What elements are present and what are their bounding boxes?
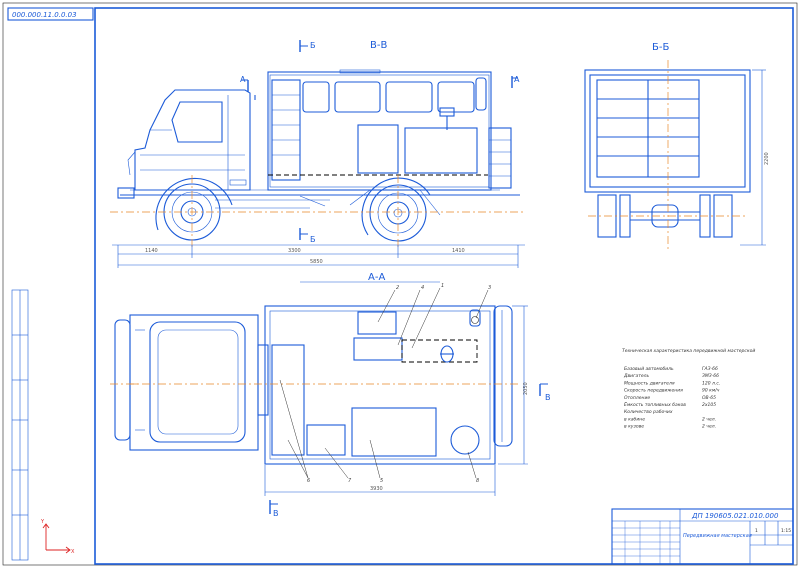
- spec-label: Мощность двигателя: [624, 380, 675, 386]
- xy-axis-icon: X Y: [40, 519, 75, 555]
- spec-value: 2 чел.: [702, 424, 716, 430]
- spec-label: Базовый автомобиль: [624, 366, 674, 372]
- spec-label: Количество рабочих: [624, 409, 673, 415]
- spec-value: 120 л.с.: [702, 380, 720, 386]
- section-v-right: В: [545, 393, 551, 402]
- dim-body-width: 2050: [523, 382, 529, 395]
- dim-rear-overhang: 1410: [452, 248, 465, 254]
- spec-label: Ёмкость топливных баков: [624, 401, 686, 408]
- specifications: Техническая характеристика передвижной м…: [622, 348, 755, 430]
- section-b-top: Б: [310, 41, 316, 50]
- svg-text:Y: Y: [40, 519, 45, 525]
- section-b-bottom: Б: [310, 235, 316, 244]
- dim-front-overhang: 1140: [145, 248, 158, 254]
- section-a-right: А: [514, 75, 520, 84]
- svg-text:X: X: [71, 549, 75, 555]
- spec-value: ГАЗ-66: [702, 366, 718, 372]
- callout-4: 4: [421, 285, 424, 291]
- dim-wheelbase: 3300: [288, 248, 301, 254]
- spec-value: 90 км/ч: [702, 388, 720, 394]
- spec-label: Двигатель: [623, 373, 649, 379]
- view-title-plan: А-А: [368, 272, 385, 283]
- stamp-box: [7, 7, 94, 21]
- dim-body-height: 2200: [764, 152, 770, 165]
- callout-5: 5: [380, 478, 383, 484]
- drawing-sheet-number: 1: [755, 528, 758, 534]
- view-title-side: В-В: [370, 40, 387, 51]
- spec-value: ЗМЗ-66: [702, 373, 719, 379]
- drawing-scale: 1:15: [781, 528, 791, 534]
- section-v-bottom: В: [273, 509, 279, 518]
- spec-label: Отопление: [624, 395, 650, 401]
- callout-7: 7: [348, 478, 352, 484]
- spec-label: Скорость передвижения: [624, 388, 683, 394]
- spec-value: ОВ-65: [702, 395, 716, 401]
- title-block: ДП 190605.021.010.000 Передвижная мастер…: [611, 508, 794, 565]
- side-view: 1140 3300 1410 5850 Б Б А А В-В: [110, 40, 525, 268]
- view-title-end: Б-Б: [652, 42, 669, 53]
- doc-code: ДП 190605.021.010.000: [691, 512, 779, 520]
- callout-6: 6: [307, 478, 310, 484]
- left-revision-strip: [11, 289, 29, 561]
- callout-3: 3: [488, 285, 491, 291]
- spec-value: 2 чел.: [702, 416, 716, 422]
- callout-2: 2: [396, 285, 399, 291]
- dim-overall-length: 5850: [310, 259, 323, 265]
- plan-view: А-А: [110, 272, 551, 518]
- callout-8: 8: [476, 478, 479, 484]
- spec-label: в кузове: [624, 425, 644, 430]
- spec-value: 2х105: [702, 402, 716, 408]
- section-a-left: А: [240, 75, 246, 84]
- dim-body-length: 3930: [370, 486, 383, 492]
- inner-frame: [94, 7, 794, 565]
- spec-title: Техническая характеристика передвижной м…: [622, 348, 755, 354]
- stamp-code: 000.000.11.0.0.03: [12, 11, 77, 19]
- callout-1: 1: [441, 283, 444, 289]
- drawing-name: Передвижная мастерская: [683, 533, 752, 539]
- spec-label: в кабине: [624, 416, 645, 422]
- end-view: Б-Б 2200: [584, 42, 770, 250]
